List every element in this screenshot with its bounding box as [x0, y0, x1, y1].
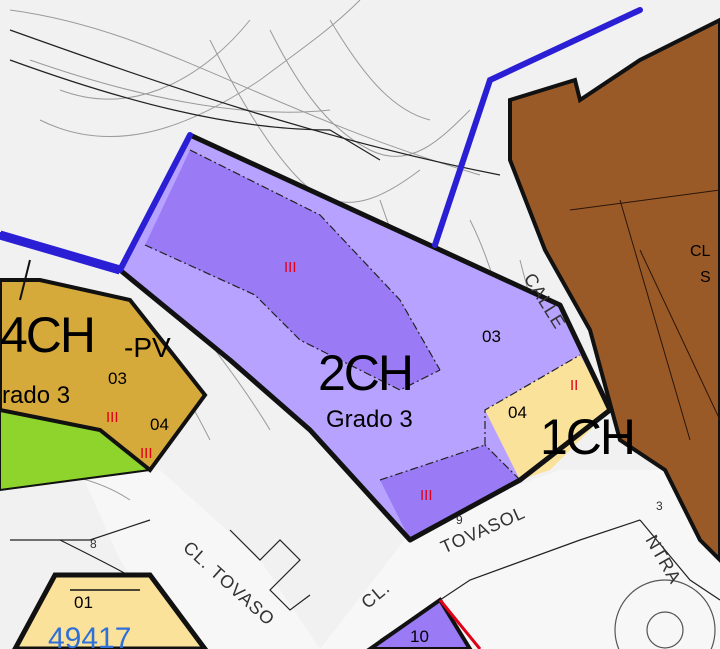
- bottom-left-plot: 01: [74, 593, 93, 612]
- zone-bottom-center: [366, 597, 473, 649]
- building-block: [508, 17, 720, 563]
- boundary-line-thick: [0, 230, 122, 275]
- building-interior-lines: [569, 189, 720, 441]
- zone-internal-lines: [144, 149, 581, 481]
- zone-2ch-code: 2CH: [318, 345, 414, 401]
- bottom-center-plot: 10: [410, 627, 429, 646]
- zone-4ch-height-a: III: [106, 409, 119, 426]
- zone-4ch-height-b: III: [140, 445, 153, 462]
- zone-2ch-height-a: III: [284, 259, 297, 276]
- street-number-9: 9: [456, 513, 463, 527]
- street-number-3: 3: [656, 499, 663, 513]
- zone-2ch-plot-a: 03: [482, 327, 501, 346]
- cadastral-number: 49417: [48, 622, 132, 649]
- zone-2ch-outline: [117, 132, 613, 543]
- zone-1ch: [485, 355, 610, 480]
- zone-2ch-plot-b: 04: [508, 403, 527, 422]
- zone-4ch: [0, 278, 208, 473]
- zone-4ch-plot-b: 04: [150, 415, 169, 434]
- zone-4ch-code: 4CH: [0, 307, 96, 363]
- bottom-left-number: 8: [90, 537, 97, 551]
- plaza-circle: [614, 579, 716, 649]
- street-area: [320, 470, 720, 649]
- zone-2ch-grade: Grado 3: [326, 406, 413, 433]
- zone-4ch-plot-a: 03: [108, 369, 127, 388]
- building-label-line2: S: [700, 269, 711, 286]
- zone-2ch-dark: [145, 150, 440, 390]
- zone-1ch-code: 1CH: [540, 409, 636, 465]
- zone-1ch-height: II: [570, 377, 579, 394]
- zone-bottom-left: [12, 572, 209, 649]
- zone-2ch-height-b: III: [420, 487, 433, 504]
- building-label-line1: CL: [690, 243, 711, 260]
- street-area: [80, 470, 320, 649]
- zone-4ch-grade: rado 3: [2, 382, 71, 409]
- zone-4ch-suffix: -PV: [124, 332, 171, 363]
